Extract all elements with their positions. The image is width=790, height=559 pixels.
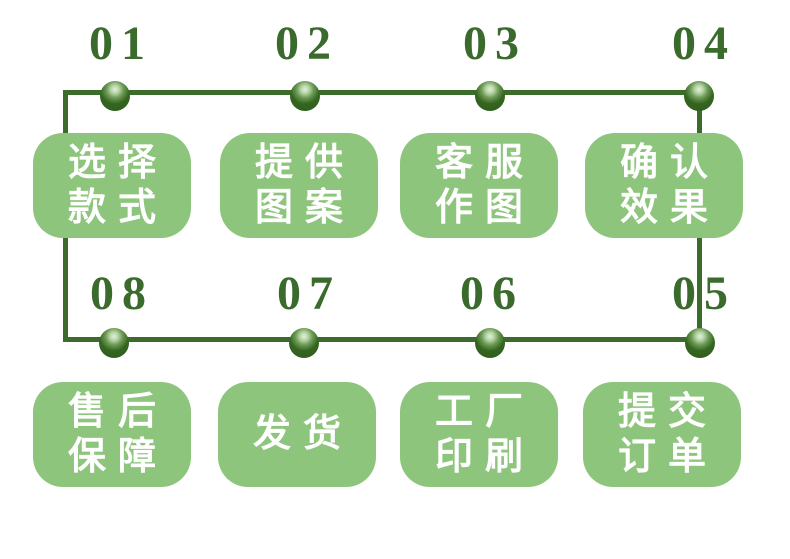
connector-dot-08 bbox=[99, 328, 129, 358]
step-box-04: 确认 效果 bbox=[585, 133, 743, 238]
step-box-06: 工厂 印刷 bbox=[400, 382, 558, 487]
step-box-label: 保障 bbox=[67, 435, 168, 478]
step-number-06: 06 bbox=[460, 267, 524, 320]
step-box-label: 确认 bbox=[619, 141, 720, 184]
connector-dot-01 bbox=[100, 81, 130, 111]
step-number-03: 03 bbox=[463, 17, 527, 70]
connector-dot-07 bbox=[289, 328, 319, 358]
step-box-label: 作图 bbox=[434, 186, 535, 229]
step-box-label: 印刷 bbox=[434, 435, 535, 478]
connector-dot-02 bbox=[290, 81, 320, 111]
connector-dot-06 bbox=[475, 328, 505, 358]
step-box-01: 选择 款式 bbox=[33, 133, 191, 238]
step-number-01: 01 bbox=[89, 17, 153, 70]
step-box-label: 客服 bbox=[434, 141, 535, 184]
step-box-08: 售后 保障 bbox=[33, 382, 191, 487]
step-box-label: 提供 bbox=[254, 141, 355, 184]
step-box-label: 售后 bbox=[67, 390, 168, 433]
step-box-07: 发货 bbox=[218, 382, 376, 487]
step-number-04: 04 bbox=[672, 17, 736, 70]
step-box-label: 图案 bbox=[254, 186, 355, 229]
step-number-02: 02 bbox=[275, 17, 339, 70]
step-box-03: 客服 作图 bbox=[400, 133, 558, 238]
step-box-label: 工厂 bbox=[434, 390, 535, 433]
step-box-label: 选择 bbox=[67, 141, 168, 184]
step-number-07: 07 bbox=[277, 267, 341, 320]
step-box-05: 提交 订单 bbox=[583, 382, 741, 487]
step-number-05: 05 bbox=[672, 267, 736, 320]
step-box-label: 款式 bbox=[67, 186, 168, 229]
step-box-label: 提交 bbox=[617, 390, 718, 433]
connector-dot-03 bbox=[475, 81, 505, 111]
step-box-label: 订单 bbox=[617, 435, 718, 478]
step-box-label: 发货 bbox=[252, 413, 353, 455]
connector-dot-05 bbox=[685, 328, 715, 358]
step-number-08: 08 bbox=[90, 267, 154, 320]
step-box-label: 效果 bbox=[619, 186, 720, 229]
step-box-02: 提供 图案 bbox=[220, 133, 378, 238]
connector-dot-04 bbox=[684, 81, 714, 111]
